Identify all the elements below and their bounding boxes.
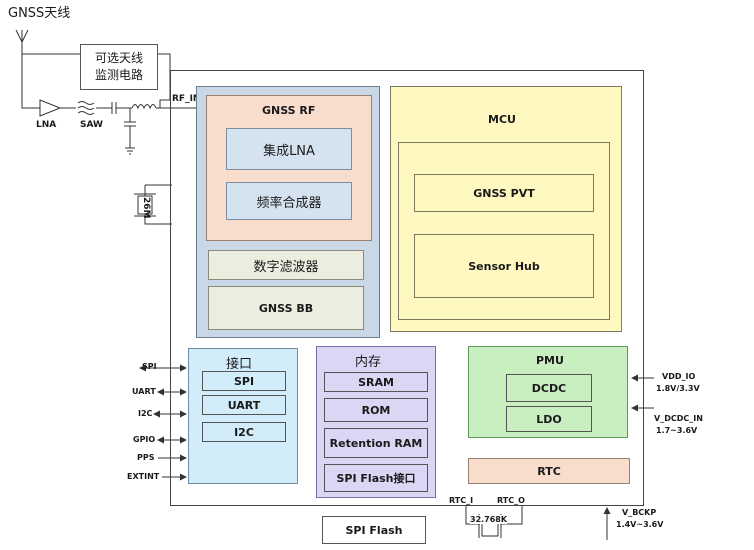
optional-antenna-line-1: 可选天线 <box>94 51 143 65</box>
interface-i2c-label: I2C <box>234 425 254 439</box>
memory-rom-block: ROM <box>324 398 428 422</box>
lna-label: LNA <box>36 120 57 130</box>
rtc-o-label: RTC_O <box>497 496 525 505</box>
rtc-crystal-label: 32.768K <box>470 515 508 524</box>
optional-antenna-line-2: 监测电路 <box>94 68 143 82</box>
memory-block <box>316 346 436 498</box>
pmu-dcdc-block: DCDC <box>506 374 592 402</box>
pin-uart: UART <box>132 387 156 396</box>
interface-i2c-block: I2C <box>202 422 286 442</box>
lna-amplifier-icon <box>39 99 62 117</box>
interface-block <box>188 348 298 484</box>
integrated-lna-block: 集成LNA <box>226 128 352 170</box>
interface-spi-label: SPI <box>233 374 255 388</box>
saw-label: SAW <box>80 120 103 130</box>
memory-sram-label: SRAM <box>358 375 394 389</box>
antenna-icon <box>15 29 29 44</box>
interface-title: 接口 <box>226 357 253 372</box>
memory-spi-flash-if-label: SPI Flash接口 <box>336 472 416 485</box>
pin-spi: SPI <box>142 362 157 371</box>
pmu-ldo-block: LDO <box>506 406 592 432</box>
optional-antenna-monitor-box: 可选天线 监测电路 <box>80 44 158 90</box>
antenna-title: GNSS天线 <box>8 6 71 21</box>
external-spi-flash-label: SPI Flash <box>345 523 403 537</box>
external-spi-flash-block: SPI Flash <box>322 516 426 544</box>
chip-outline <box>170 70 644 506</box>
pmu-title: PMU <box>536 354 564 367</box>
gnss-bb-block: GNSS BB <box>208 286 364 330</box>
digital-filter-label: 数字滤波器 <box>253 259 319 275</box>
crystal-26m-label: 26M <box>141 197 151 219</box>
frequency-synthesizer-label: 频率合成器 <box>256 195 322 211</box>
rtc-i-label: RTC_I <box>449 496 474 505</box>
interface-uart-block: UART <box>202 395 286 415</box>
memory-retention-ram-label: Retention RAM <box>329 436 423 450</box>
memory-retention-ram-block: Retention RAM <box>324 428 428 458</box>
pmu-ldo-label: LDO <box>536 412 562 426</box>
vdd-io-range: 1.8V/3.3V <box>656 384 700 393</box>
rtc-block: RTC <box>468 458 630 484</box>
pin-i2c: I2C <box>138 409 153 418</box>
interface-spi-block: SPI <box>202 371 286 391</box>
crystal-26m-icon <box>137 195 153 215</box>
v-dcdc-in-range: 1.7~3.6V <box>656 426 698 435</box>
memory-sram-block: SRAM <box>324 372 428 392</box>
digital-filter-block: 数字滤波器 <box>208 250 364 280</box>
saw-filter-icon <box>77 101 95 115</box>
inductor-icon <box>131 104 157 110</box>
memory-title: 内存 <box>355 355 382 370</box>
rtc-label: RTC <box>537 464 561 478</box>
gnss-pvt-block: GNSS PVT <box>414 174 594 212</box>
memory-spi-flash-if-block: SPI Flash接口 <box>324 464 428 492</box>
v-bckp-label: V_BCKP <box>622 508 657 517</box>
mcu-block <box>390 86 622 332</box>
mcu-title: MCU <box>488 113 516 126</box>
memory-rom-label: ROM <box>361 403 391 417</box>
integrated-lna-label: 集成LNA <box>263 143 315 159</box>
pmu-block <box>468 346 628 438</box>
gnss-bb-label: GNSS BB <box>258 301 314 315</box>
pin-gpio: GPIO <box>133 435 156 444</box>
sensor-hub-block: Sensor Hub <box>414 234 594 298</box>
frequency-synthesizer-block: 频率合成器 <box>226 182 352 220</box>
rf-in-label: RF_IN <box>172 94 201 104</box>
interface-uart-label: UART <box>227 398 261 412</box>
mcu-inner-block <box>398 142 610 320</box>
sensor-hub-label: Sensor Hub <box>468 259 540 273</box>
gnss-pvt-label: GNSS PVT <box>473 186 535 200</box>
v-dcdc-in-label: V_DCDC_IN <box>654 414 703 423</box>
gnss-rf-title: GNSS RF <box>262 104 316 117</box>
pin-pps: PPS <box>137 453 155 462</box>
vdd-io-label: VDD_IO <box>662 372 696 381</box>
pmu-dcdc-label: DCDC <box>531 381 567 395</box>
v-bckp-range: 1.4V~3.6V <box>616 520 664 529</box>
pin-extint: EXTINT <box>127 472 160 481</box>
